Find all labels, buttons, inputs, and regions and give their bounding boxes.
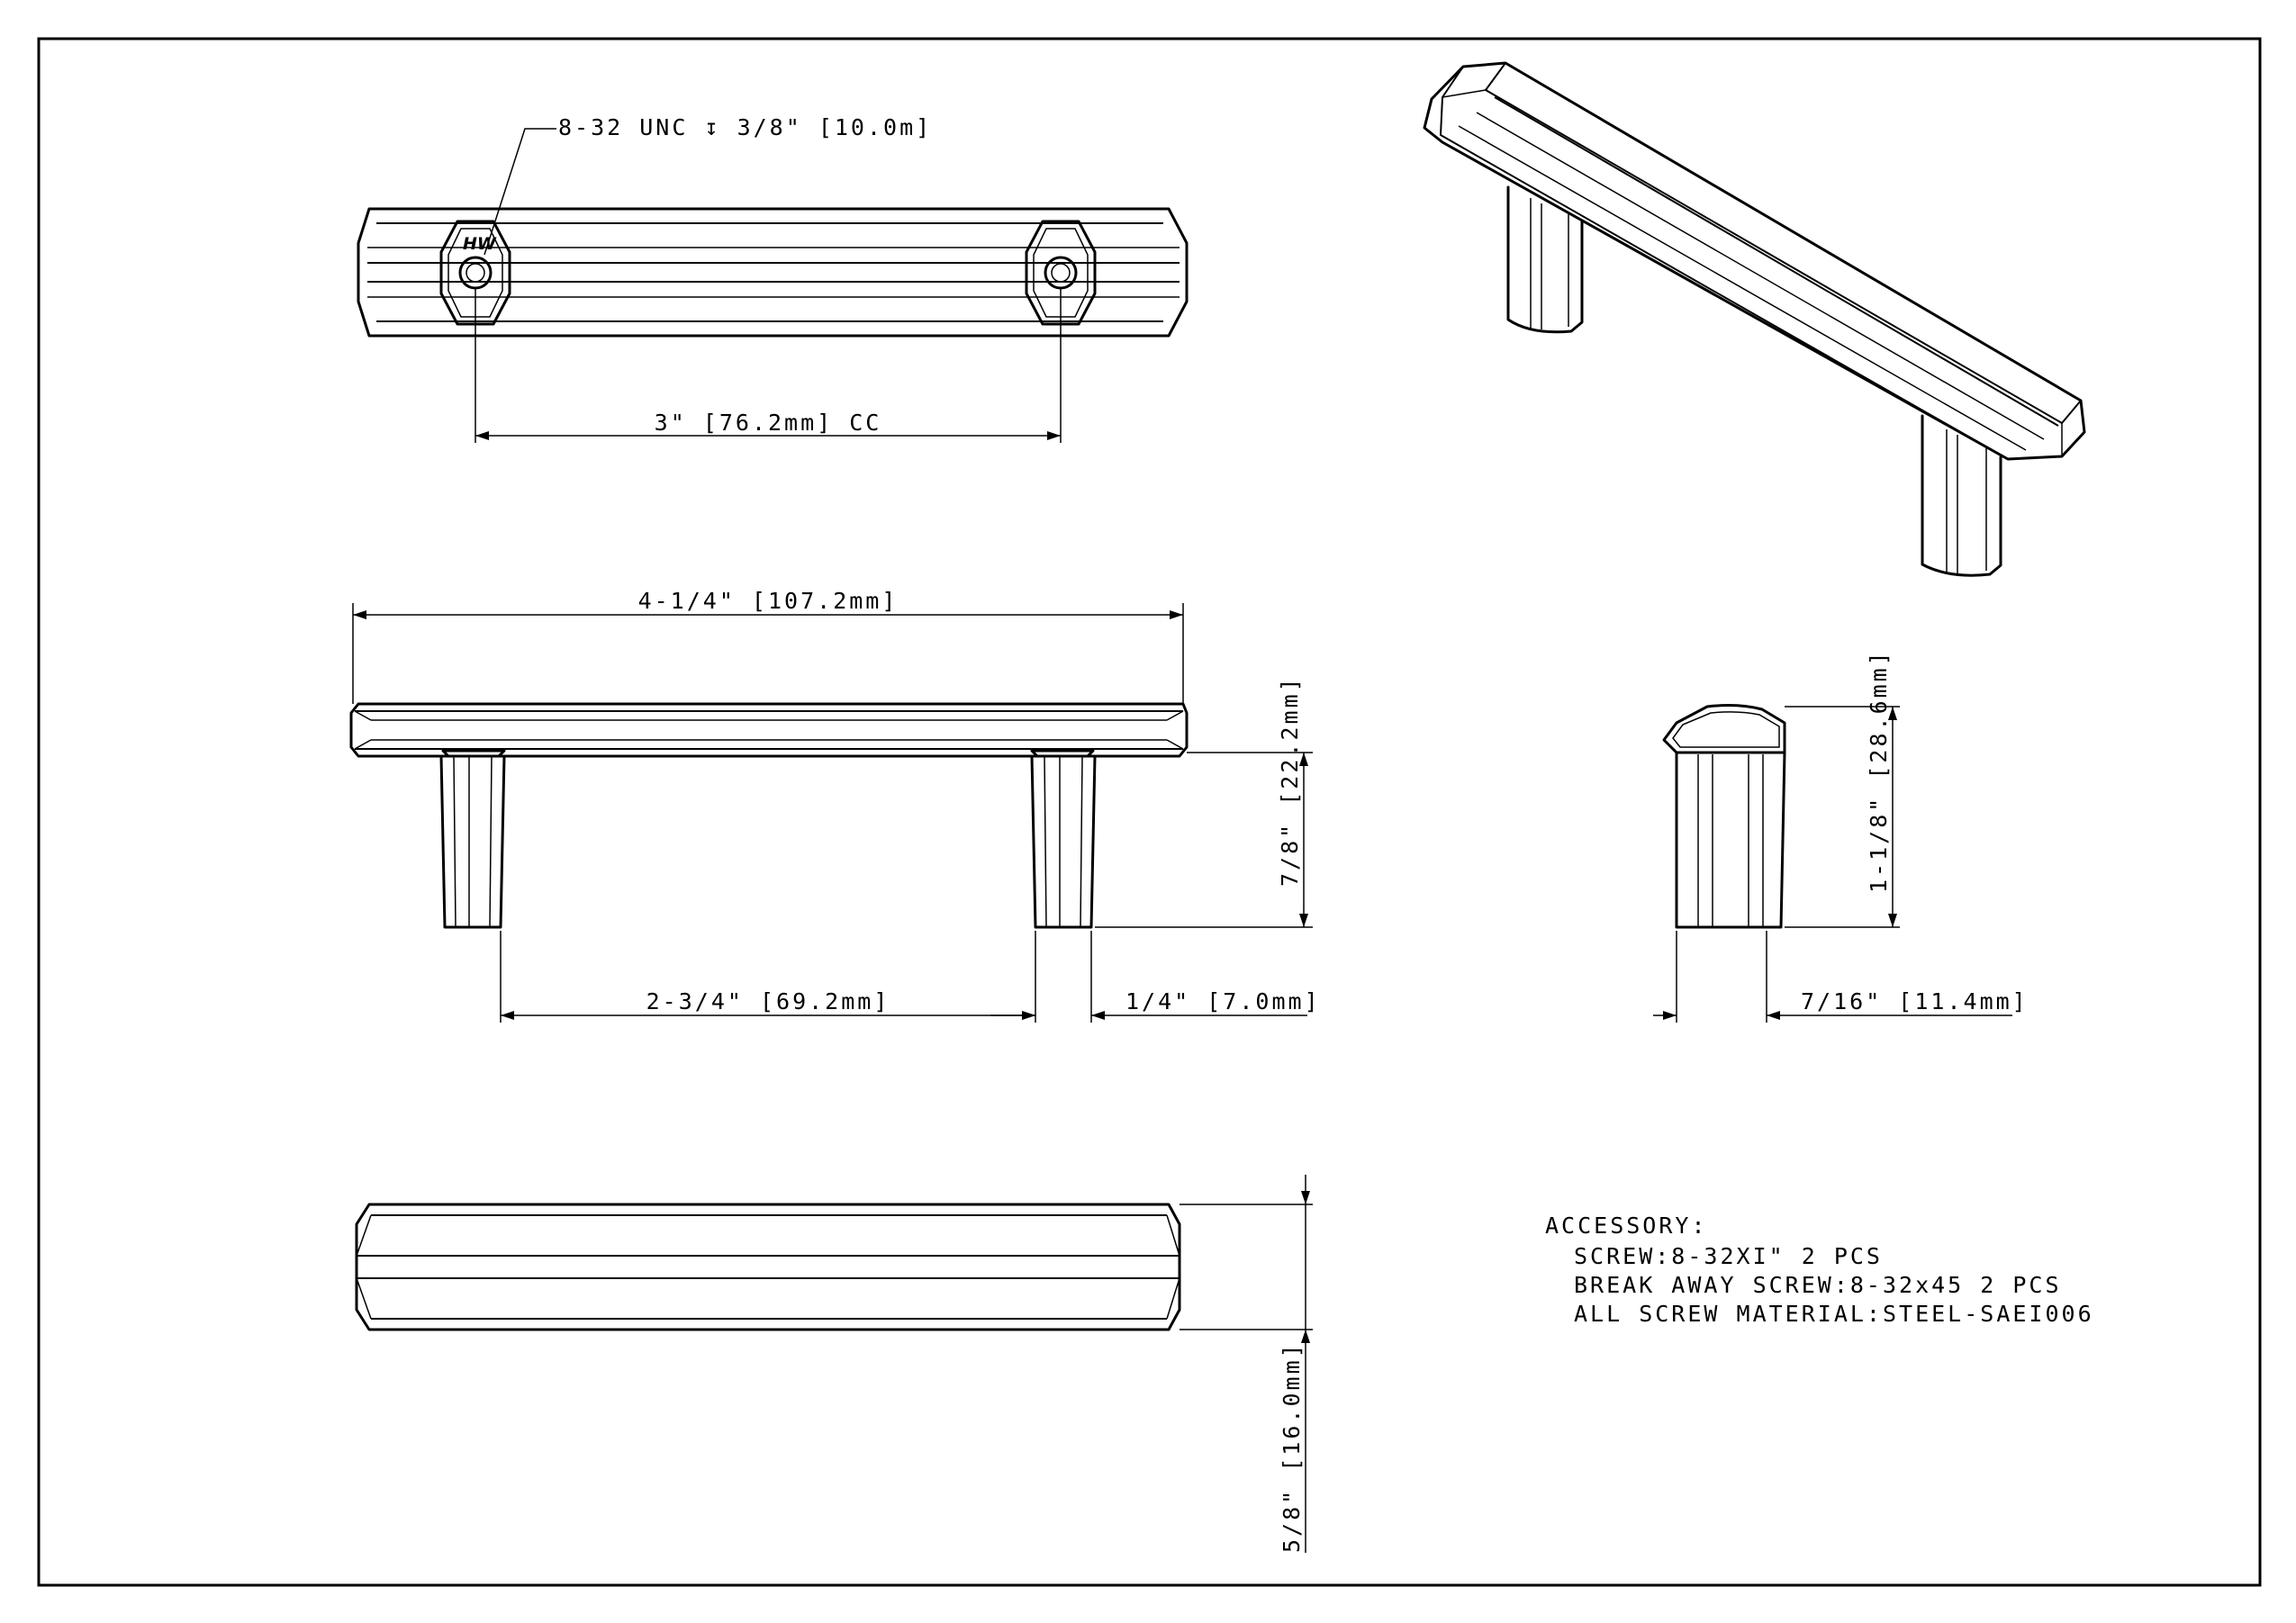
logo-mark: HW — [463, 234, 497, 254]
dim-side-height: 1-1/8" [28.6mm] — [1866, 649, 1892, 893]
notes-line-1: SCREW:8-32XI" 2 PCS — [1574, 1243, 1883, 1269]
dim-clearance: 2-3/4" [69.2mm] — [646, 988, 890, 1014]
isometric-view — [1423, 61, 2086, 577]
accessory-notes: ACCESSORY: SCREW:8-32XI" 2 PCS BREAK AWA… — [1545, 1213, 2094, 1327]
bottom-view: 5/8" [16.0mm] — [355, 1175, 1313, 1553]
dim-post-width: 1/4" [7.0mm] — [1125, 988, 1321, 1014]
top-view: HW 8-32 UNC ↧ 3/8" [10.0m] 3" [76.2mm] C… — [357, 114, 1189, 443]
dim-height: 7/8" [22.2mm] — [1277, 675, 1303, 887]
post-right — [1030, 749, 1097, 929]
notes-line-3: ALL SCREW MATERIAL:STEEL-SAEI006 — [1574, 1301, 2094, 1327]
side-view: 1-1/8" [28.6mm] 7/16" [11.4mm] — [1653, 649, 2029, 1023]
dim-bar-height: 5/8" [16.0mm] — [1279, 1341, 1305, 1553]
notes-line-2: BREAK AWAY SCREW:8-32x45 2 PCS — [1574, 1272, 2062, 1298]
mounting-boss-left: HW — [439, 220, 511, 326]
drawing-border — [37, 37, 2262, 1587]
dim-overall-length: 4-1/4" [107.2mm] — [638, 588, 899, 614]
front-view: 4-1/4" [107.2mm] 7/8" [ — [349, 588, 1321, 1023]
thread-callout: 8-32 UNC ↧ 3/8" [10.0m] — [558, 114, 932, 140]
notes-heading: ACCESSORY: — [1545, 1213, 1708, 1239]
dim-center-to-center: 3" [76.2mm] CC — [655, 410, 882, 436]
dim-side-depth: 7/16" [11.4mm] — [1801, 988, 2029, 1014]
post-left — [439, 749, 506, 929]
